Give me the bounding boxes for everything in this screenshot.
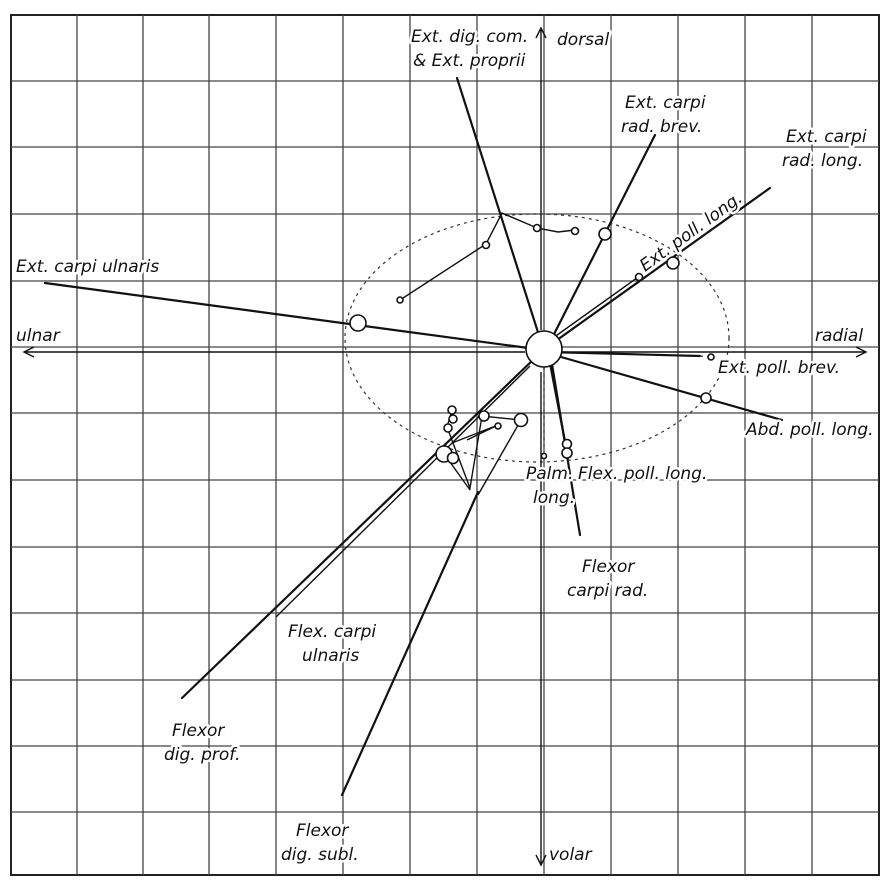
label-ext-carpi-ulnaris: Ext. carpi ulnaris: [16, 257, 159, 277]
range-ellipse: [344, 213, 730, 463]
label-ext-carpi-rad-brev-1: Ext. carpi: [625, 93, 706, 113]
label-ext-poll-long: Ext. poll. long.: [636, 188, 746, 276]
ext-poll-long-line-2: [555, 276, 646, 342]
abd-poll-long-node: [700, 392, 712, 404]
center-node: [525, 330, 563, 368]
grid-vertical-lines: [76, 15, 813, 875]
label-flexor-dig-prof-1: Flexor: [172, 721, 225, 741]
flex-carpi-ulnaris-node: [446, 451, 460, 465]
volar-trace-b: [451, 424, 499, 444]
label-flexor-carpi-rad-2: carpi rad.: [567, 581, 648, 601]
axis-label-dorsal: dorsal: [557, 30, 609, 50]
ext-poll-long-node: [634, 272, 644, 282]
ext-carpi-ulnaris-node: [349, 314, 367, 332]
flexor-dig-subl-line: [340, 490, 480, 797]
flexor-dig-prof-line: [180, 355, 538, 700]
ext-carpi-rad-brev-line: [545, 133, 657, 350]
axis-arrows: [22, 26, 868, 867]
volar-node-4: [478, 410, 490, 422]
label-flex-carpi-ulnaris-1: Flex. carpi: [288, 622, 376, 642]
label-abd-poll-long: Abd. poll. long.: [745, 420, 874, 440]
label-palm-long-1: Palm.: [526, 464, 573, 484]
dorsal-trace-node-2: [481, 240, 491, 250]
flex-carpi-ulnaris-line: [275, 365, 531, 618]
label-ext-carpi-rad-brev-2: rad. brev.: [621, 117, 702, 137]
label-flexor-dig-subl-1: Flexor: [296, 821, 349, 841]
label-flexor-dig-prof-2: dig. prof.: [164, 745, 240, 765]
label-flexor-dig-subl-2: dig. subl.: [281, 845, 359, 865]
abd-poll-long-line: [545, 351, 784, 422]
grid-frame: [10, 14, 880, 876]
label-ext-carpi-rad-long-2: rad. long.: [782, 151, 863, 171]
volar-arrow-icon: [535, 854, 547, 867]
axis-label-volar: volar: [549, 845, 593, 865]
ext-poll-brev-dashed: [699, 355, 713, 358]
flex-poll-long-node-2: [561, 447, 573, 459]
dorsal-arrow-icon: [535, 26, 547, 39]
axis-label-ulnar: ulnar: [16, 326, 61, 346]
dorsal-trace-node-1: [396, 296, 404, 304]
ext-dig-com-line: [455, 76, 545, 350]
volar-node-1: [447, 405, 457, 415]
dorsal-trace: [399, 212, 576, 301]
label-flexor-carpi-rad-1: Flexor: [582, 557, 635, 577]
volar-trace-a: [446, 409, 523, 496]
grid-horizontal-lines: [11, 80, 879, 813]
volar-node-2: [448, 414, 458, 424]
radial-arrow-icon: [855, 346, 868, 358]
label-ext-poll-brev: Ext. poll. brev.: [718, 358, 840, 378]
ext-poll-brev-node: [707, 353, 715, 361]
ulnar-arrow-icon: [22, 346, 35, 358]
ext-carpi-rad-long-node: [666, 256, 680, 270]
volar-node-6: [494, 422, 502, 430]
label-ext-dig-com-1: Ext. dig. com.: [411, 27, 528, 47]
ext-carpi-ulnaris-line: [43, 281, 545, 352]
ext-poll-long-line: [552, 274, 642, 339]
label-ext-dig-com-2: & Ext. proprii: [413, 51, 526, 71]
volar-node-3: [443, 423, 453, 433]
label-ext-carpi-rad-long-1: Ext. carpi: [786, 127, 867, 147]
axis-label-radial: radial: [815, 326, 863, 346]
label-flex-poll-long: Flex. poll. long.: [578, 464, 707, 484]
nodes: [349, 223, 715, 465]
palm-long-node: [540, 452, 548, 460]
volar-node-5: [513, 412, 529, 428]
flex-poll-long-node-1: [561, 438, 573, 450]
ext-poll-brev-line: [545, 350, 702, 358]
label-palm-long-2: long.: [533, 488, 575, 508]
label-flex-carpi-ulnaris-2: ulnaris: [302, 646, 359, 666]
grid: [10, 14, 880, 876]
muscle-lines: [43, 76, 784, 797]
dorsal-trace-node-4: [570, 226, 580, 236]
ext-carpi-rad-brev-node: [598, 227, 612, 241]
dorsal-trace-node-3: [532, 223, 542, 233]
